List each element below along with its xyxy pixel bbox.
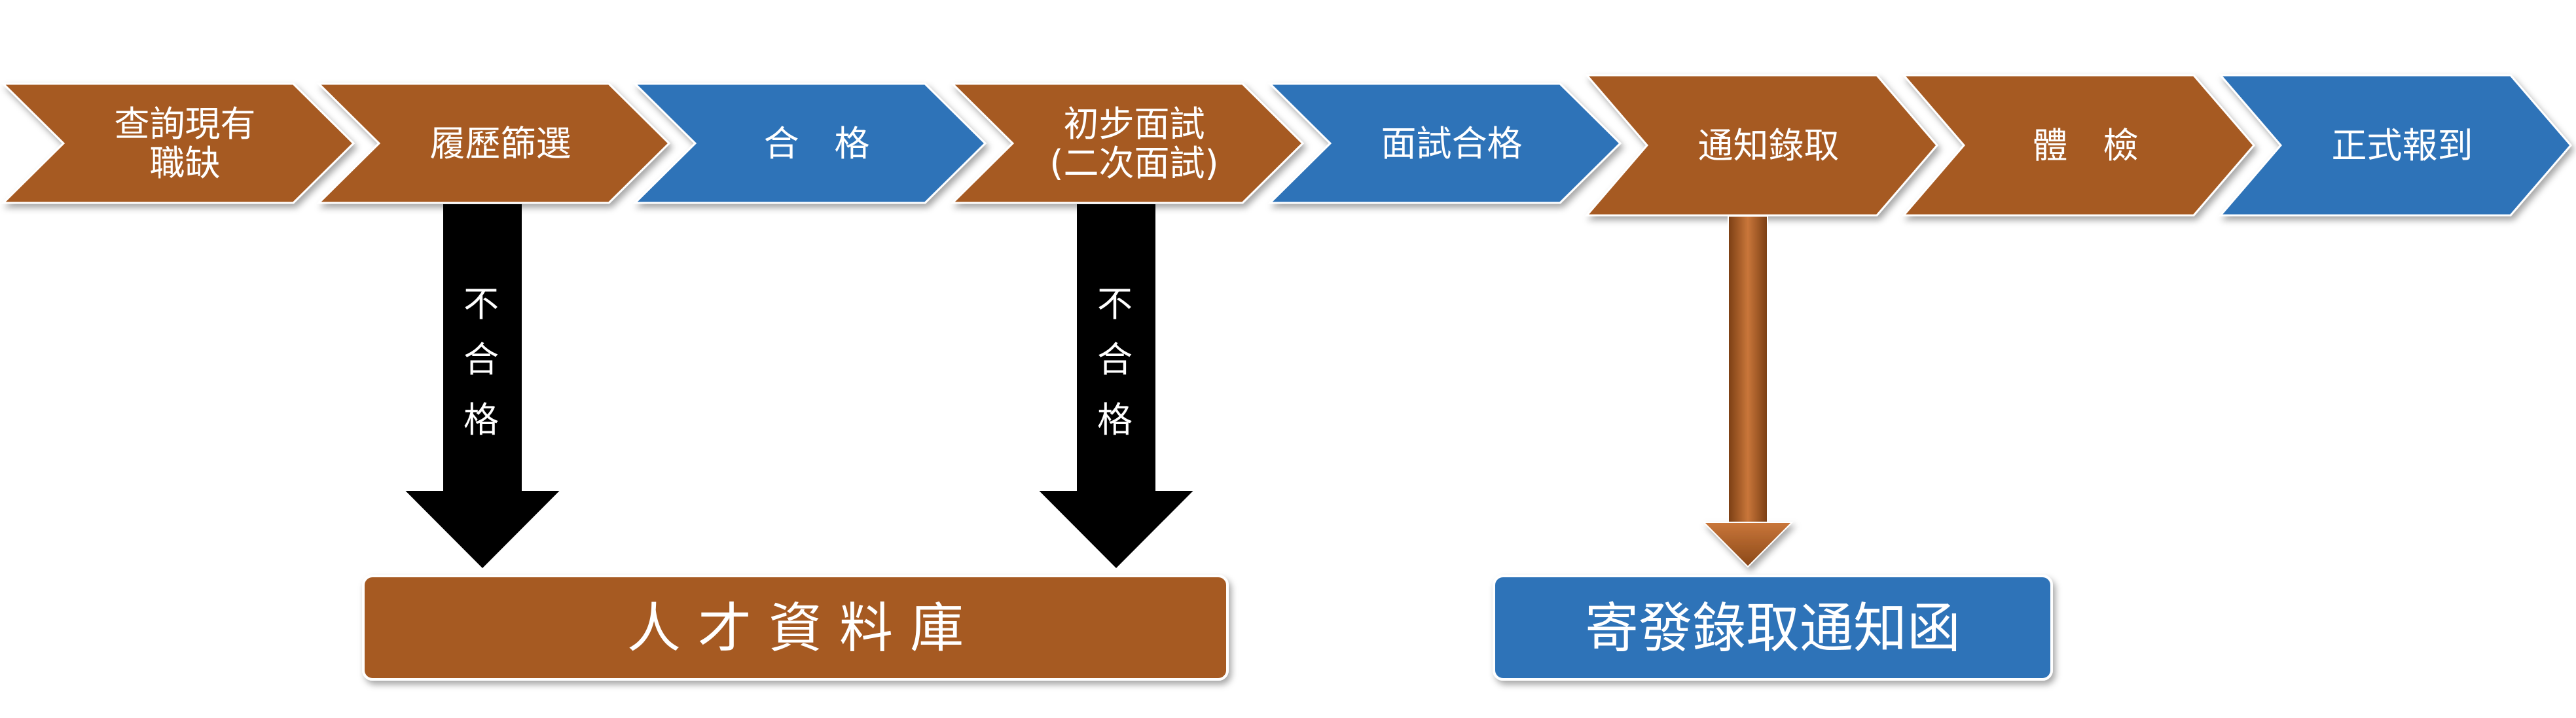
step-4-label: 初步面試 [1064, 103, 1205, 145]
result-box-1: 人 才 資 料 庫 [362, 575, 1229, 681]
step-4: 初步面試(二次面試) [950, 82, 1305, 204]
result-boxes: 人 才 資 料 庫 寄發錄取通知函 [362, 575, 2053, 681]
step-3: 合 格 [632, 82, 987, 204]
branch-arrow-2-label: 格 [1097, 399, 1133, 440]
step-5-chevron [1267, 82, 1622, 204]
step-2: 履歷篩選 [316, 82, 671, 204]
step-7: 體 檢 [1901, 74, 2255, 217]
step-8-label: 正式報到 [2332, 125, 2473, 166]
step-1-label: 職缺 [150, 143, 221, 184]
step-8-chevron [2218, 74, 2572, 217]
branch-arrow-1-shape [405, 204, 560, 568]
step-5: 面試合格 [1267, 82, 1622, 204]
step-6-chevron [1584, 74, 1938, 217]
branch-arrow-1: 不合格 [405, 204, 560, 568]
step-1-chevron [1, 82, 355, 204]
branch-arrow-3-shaft [1728, 215, 1768, 523]
step-6: 通知錄取 [1584, 74, 1938, 217]
branch-arrow-2-label: 不 [1097, 283, 1133, 325]
result-box-2-label: 寄發錄取通知函 [1585, 598, 1961, 660]
branch-arrow-2-label: 合 [1097, 339, 1133, 380]
result-box-2: 寄發錄取通知函 [1493, 575, 2053, 681]
step-8: 正式報到 [2218, 74, 2572, 217]
step-7-label: 體 檢 [2033, 125, 2139, 166]
step-3-chevron [632, 82, 987, 204]
branch-arrow-3 [1702, 215, 1794, 568]
step-3-label: 合 格 [764, 123, 870, 164]
result-box-2-shape [1493, 575, 2053, 681]
step-4-chevron [950, 82, 1305, 204]
step-6-label: 通知錄取 [1698, 125, 1840, 166]
branch-arrow-1-label: 不 [463, 283, 499, 325]
branch-arrow-2-shape [1039, 204, 1193, 568]
result-box-1-label: 人 才 資 料 庫 [627, 598, 964, 660]
step-2-label: 履歷篩選 [430, 123, 571, 164]
result-box-1-shape [362, 575, 1229, 681]
step-5-label: 面試合格 [1381, 123, 1523, 164]
branch-arrow-1-label: 合 [463, 339, 499, 380]
step-2-chevron [316, 82, 671, 204]
step-1-label: 查詢現有 [115, 103, 256, 145]
branch-arrow-1-label: 格 [463, 399, 499, 440]
step-7-chevron [1901, 74, 2255, 217]
branch-arrow-3-head [1702, 522, 1794, 568]
step-4-label: (二次面試) [1049, 143, 1218, 184]
branch-arrow-2: 不合格 [1039, 204, 1193, 568]
